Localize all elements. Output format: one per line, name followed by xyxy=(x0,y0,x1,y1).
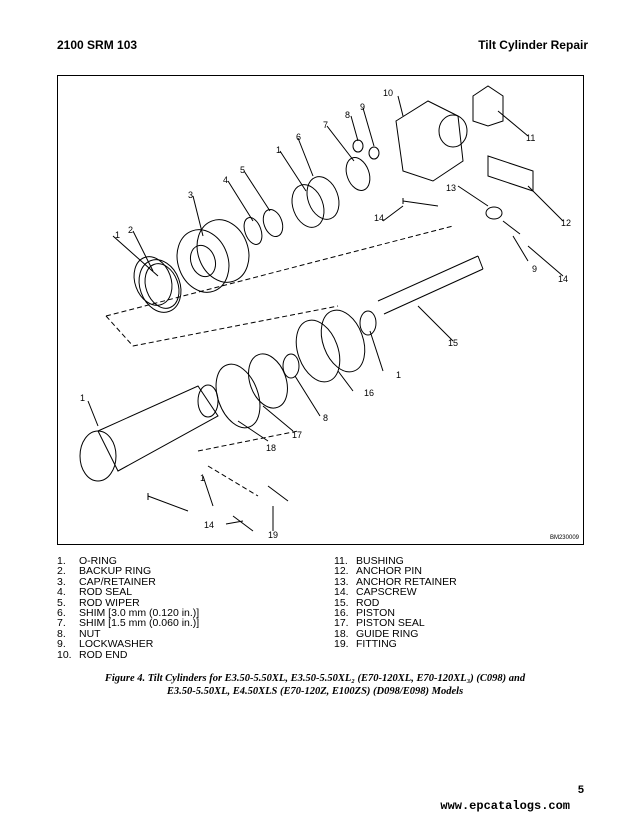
legend-item: 10.ROD END xyxy=(57,648,128,661)
callout-label: 8 xyxy=(345,110,350,120)
cap-retainer-back xyxy=(196,219,250,283)
legend-item: 18.GUIDE RING xyxy=(334,627,419,640)
rod-end-eye xyxy=(438,114,468,148)
o-ring-rod xyxy=(359,310,377,336)
callout-label: 12 xyxy=(561,218,571,228)
legend-item: 16.PISTON xyxy=(334,607,395,620)
callout-label: 7 xyxy=(323,120,328,130)
legend-item: 6.SHIM [3.0 mm (0.120 in.)] xyxy=(57,607,200,620)
legend-item: 1.O-RING xyxy=(57,555,117,567)
rod-end xyxy=(395,100,464,182)
lockwasher xyxy=(368,146,380,160)
callout-label: 3 xyxy=(188,190,193,200)
fitting xyxy=(267,485,289,502)
callout-label: 1 xyxy=(115,230,120,240)
o-ring xyxy=(138,259,182,313)
callout-label: 16 xyxy=(364,388,374,398)
legend-item: 5.ROD WIPER xyxy=(57,596,140,609)
legend-item: 13.ANCHOR RETAINER xyxy=(334,575,457,588)
nut xyxy=(352,139,364,153)
legend-item: 3.CAP/RETAINER xyxy=(57,575,156,588)
legend-item: 8.NUT xyxy=(57,627,101,640)
callout-label: 1 xyxy=(396,370,401,380)
caption-line: E3.50-5.50XL, E4.50XLS (E70-120Z, E100ZS… xyxy=(166,686,464,697)
callout-label: 1 xyxy=(276,145,281,155)
leader-lines xyxy=(87,95,564,531)
callout-label: 1 xyxy=(80,393,85,403)
figure-id: BM230009 xyxy=(549,535,579,541)
callout-label: 8 xyxy=(323,413,328,423)
caption-line: Figure 4. Tilt Cylinders for E3.50-5.50X… xyxy=(104,673,526,684)
rod-wiper xyxy=(262,208,284,238)
capscrew-2 xyxy=(502,220,521,235)
cap-bore xyxy=(189,244,217,278)
callout-label: 17 xyxy=(292,430,302,440)
assembly-outline xyxy=(105,225,454,347)
shim-3mm xyxy=(291,184,325,228)
legend-item: 17.PISTON SEAL xyxy=(334,617,425,630)
legend-item: 9.LOCKWASHER xyxy=(57,638,154,651)
callout-label: 11 xyxy=(526,133,535,143)
watermark: www.epcatalogs.com xyxy=(440,799,570,813)
manual-code: 2100 SRM 103 xyxy=(57,38,138,52)
legend-item: 15.ROD xyxy=(334,596,380,609)
parts-legend-left: 1.O-RING 2.BACKUP RING 3.CAP/RETAINER 4.… xyxy=(57,555,200,661)
exploded-view-figure: 1 2 3 4 5 1 6 7 8 9 10 11 12 13 14 9 14 … xyxy=(57,75,584,545)
o-ring-inner xyxy=(144,263,180,309)
rod xyxy=(377,255,484,315)
callout-label: 2 xyxy=(128,225,133,235)
page-number: 5 xyxy=(577,784,584,796)
callout-label: 13 xyxy=(446,183,456,193)
callout-label: 14 xyxy=(374,213,384,223)
parts-legend-right: 11.BUSHING 12.ANCHOR PIN 13.ANCHOR RETAI… xyxy=(334,556,457,650)
figure-caption: Figure 4. Tilt Cylinders for E3.50-5.50X… xyxy=(60,672,570,698)
callout-label: 9 xyxy=(532,264,537,274)
callout-label: 5 xyxy=(240,165,245,175)
bushing xyxy=(472,85,504,127)
cap-retainer xyxy=(176,229,230,293)
anchor-retainer xyxy=(485,206,503,220)
piston-back xyxy=(320,309,366,373)
fitting-2 xyxy=(232,515,254,532)
legend-item: 12.ANCHOR PIN xyxy=(334,565,422,578)
callout-label: 9 xyxy=(360,102,365,112)
cylinder-eye xyxy=(79,430,117,482)
legend-item: 4.ROD SEAL xyxy=(57,586,133,599)
tilt-cylinder-drawing: 1 2 3 4 5 1 6 7 8 9 10 11 12 13 14 9 14 … xyxy=(79,85,571,540)
legend-item: 14.CAPSCREW xyxy=(334,586,417,599)
nut-lower xyxy=(282,353,300,379)
shim-1-5mm xyxy=(345,157,371,191)
piston xyxy=(295,319,341,383)
capscrew-lower xyxy=(147,493,189,512)
anchor-pin xyxy=(487,155,534,192)
cylinder-tube xyxy=(97,385,219,472)
callout-label: 15 xyxy=(448,338,458,348)
callout-label: 19 xyxy=(268,530,278,540)
callout-label: 6 xyxy=(296,132,301,142)
rod-seal xyxy=(243,217,263,245)
piston-seal xyxy=(248,353,288,409)
callout-label: 1 xyxy=(200,473,205,483)
callout-label: 14 xyxy=(204,520,214,530)
capscrew xyxy=(402,198,439,207)
section-title: Tilt Cylinder Repair xyxy=(478,38,588,52)
cylinder-mouth xyxy=(197,384,219,418)
legend-item: 11.BUSHING xyxy=(334,555,404,567)
shim-3mm-back xyxy=(306,176,340,220)
assembly-outline-lower xyxy=(197,430,299,497)
legend-item: 19.FITTING xyxy=(334,638,397,651)
callout-label: 18 xyxy=(266,443,276,453)
legend-item: 7.SHIM [1.5 mm (0.060 in.)] xyxy=(57,617,200,630)
callout-label: 10 xyxy=(383,88,393,98)
guide-ring xyxy=(215,363,261,429)
callout-label: 14 xyxy=(558,274,568,284)
backup-ring xyxy=(133,256,173,306)
legend-item: 2.BACKUP RING xyxy=(57,565,152,578)
callout-label: 4 xyxy=(223,175,228,185)
